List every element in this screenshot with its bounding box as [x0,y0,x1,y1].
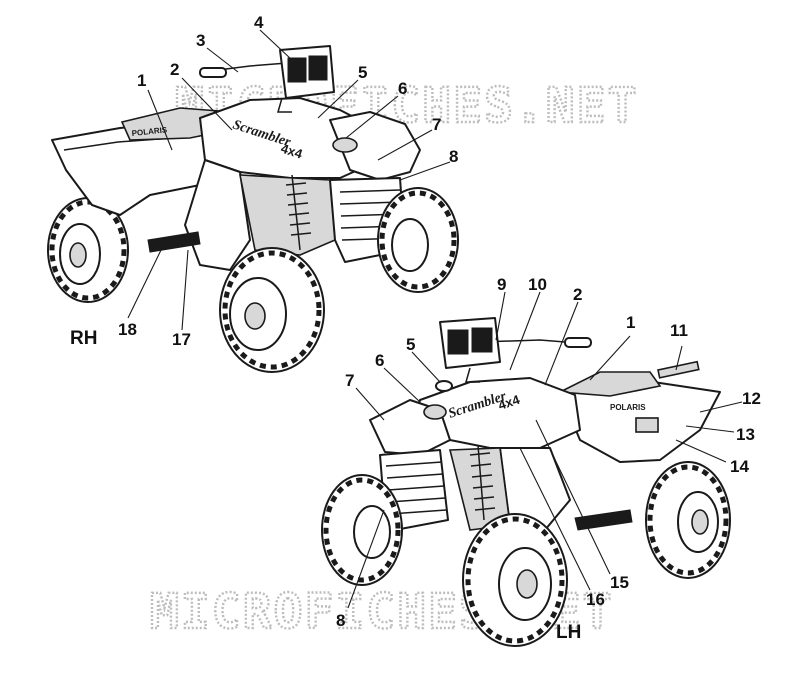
rh-callout-18: 18 [118,320,137,339]
rh-callout-17: 17 [172,330,191,349]
rh-brand-decal: POLARIS [131,125,168,138]
lh-callout-5: 5 [406,335,415,354]
lh-fuel-cap [435,380,453,392]
rh-callout-1: 1 [137,71,146,90]
rh-callout-7: 7 [432,115,441,134]
rh-engine [239,174,336,256]
lh-headlight [423,404,447,420]
lh-brand-decal: POLARIS [610,403,646,412]
rh-headlight [332,137,358,153]
lh-callout-9: 9 [497,275,506,294]
lh-tailgate-decal [635,417,659,433]
rh-handlebar-grip [199,67,227,78]
lh-callout-2: 2 [573,285,582,304]
lh-callout-13: 13 [736,425,755,444]
lh-footrest [574,509,633,531]
rh-callout-2: 2 [170,60,179,79]
lh-callouts: 1 2 5 6 7 8 9 10 11 12 13 14 15 16 [336,275,761,630]
lh-handlebar-grip [564,337,592,348]
lh-callout-10: 10 [528,275,547,294]
rh-front-wheel-far [377,187,459,293]
lh-badge-decal: 4x4 [496,392,522,413]
lh-callout-11: 11 [670,321,688,340]
atv-rh-view: POLARIS Scrambler 4x4 [47,45,459,373]
lh-front-wheel [462,513,568,647]
lh-callout-8: 8 [336,611,345,630]
rh-badge-decal: 4x4 [279,141,305,162]
rh-callout-3: 3 [196,31,205,50]
rh-front-wheel [219,247,325,373]
rh-callout-6: 6 [398,79,407,98]
rh-shock [285,174,312,251]
lh-callout-14: 14 [730,457,749,476]
lh-warning-decal [657,360,700,379]
view-label-lh: LH [556,622,581,643]
rh-callouts: 1 2 3 4 5 6 7 8 17 18 [118,13,458,349]
atv-lh-view: POLARIS Scrambler 4x4 [321,317,731,647]
rh-callout-5: 5 [358,63,367,82]
lh-callout-15: 15 [610,573,629,592]
rh-rear-wheel [47,197,129,303]
lh-callout-7: 7 [345,371,354,390]
view-label-rh: RH [70,328,97,349]
lh-callout-12: 12 [742,389,761,408]
lh-rear-wheel [645,461,731,579]
rh-callout-4: 4 [254,13,264,32]
rh-footrest [147,231,201,253]
lh-callout-16: 16 [586,590,605,609]
rh-side-panel [184,159,251,271]
lh-shock [469,444,496,521]
lh-callout-leaders [347,291,743,609]
rh-callout-leaders [127,29,451,331]
rh-callout-8: 8 [449,147,458,166]
lh-callout-6: 6 [375,351,384,370]
lh-seat [557,371,662,397]
lh-callout-1: 1 [626,313,635,332]
